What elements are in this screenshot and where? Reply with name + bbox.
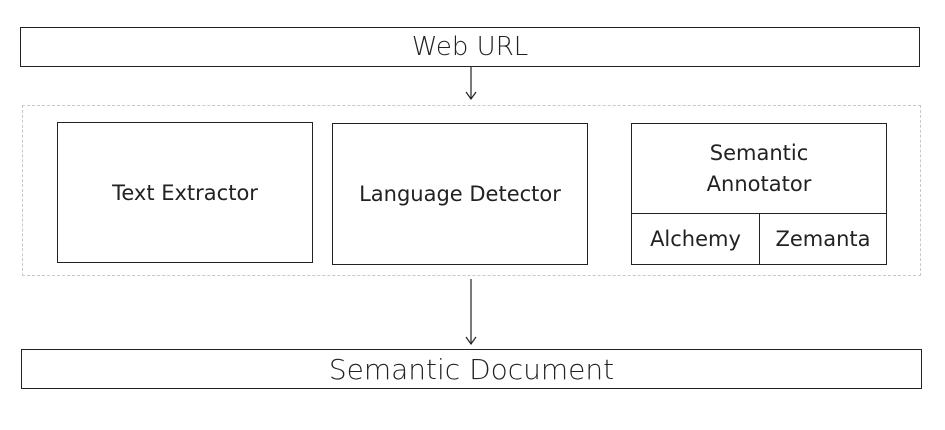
arrow-group-to-output-head bbox=[465, 336, 477, 346]
zemanta-label: Zemanta bbox=[775, 227, 871, 251]
arrow-input-to-group-head bbox=[465, 91, 477, 101]
language-detector-label: Language Detector bbox=[359, 182, 561, 206]
alchemy-label: Alchemy bbox=[650, 227, 741, 251]
web-url-label: Web URL bbox=[411, 32, 529, 62]
semantic-annotator-label-line1: Semantic bbox=[709, 140, 809, 165]
processing-group bbox=[22, 105, 921, 276]
alchemy-box: Alchemy bbox=[631, 213, 760, 265]
text-extractor-box: Text Extractor bbox=[57, 122, 313, 263]
zemanta-box: Zemanta bbox=[759, 213, 887, 265]
web-url-box: Web URL bbox=[20, 27, 920, 67]
semantic-annotator-label-line2: Annotator bbox=[706, 171, 812, 196]
semantic-document-box: Semantic Document bbox=[21, 349, 922, 389]
semantic-annotator-box: Semantic Annotator bbox=[631, 123, 887, 214]
language-detector-box: Language Detector bbox=[332, 123, 588, 265]
text-extractor-label: Text Extractor bbox=[112, 180, 258, 205]
semantic-document-label: Semantic Document bbox=[328, 352, 615, 386]
